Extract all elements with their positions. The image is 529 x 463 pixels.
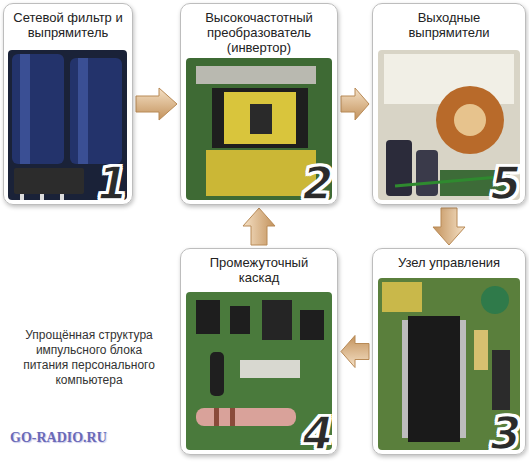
photo-detail bbox=[240, 360, 300, 378]
photo-detail bbox=[262, 300, 292, 340]
photo-detail bbox=[492, 350, 510, 410]
photo-detail bbox=[196, 408, 296, 426]
photo-detail bbox=[212, 88, 308, 148]
photo-detail bbox=[402, 320, 408, 438]
stage-number: 2 bbox=[302, 160, 333, 208]
photo-detail bbox=[206, 150, 316, 196]
photo-detail bbox=[382, 282, 422, 312]
stage-box: Высокочастотный преобразователь (инверто… bbox=[180, 3, 338, 205]
flow-arrow bbox=[341, 88, 369, 120]
photo-detail bbox=[70, 58, 122, 164]
stage-number: 1 bbox=[97, 160, 128, 208]
photo-detail bbox=[481, 286, 509, 314]
stage-box: Сетевой фильтр и выпрямитель 1 bbox=[3, 3, 133, 205]
photo-detail bbox=[460, 320, 466, 438]
photo-detail bbox=[230, 306, 250, 334]
caption: Упрощённая структура импульсного блока п… bbox=[14, 328, 164, 388]
flow-arrow bbox=[136, 88, 177, 120]
photo-detail bbox=[210, 352, 224, 396]
stage-number: 3 bbox=[490, 410, 521, 458]
stage-title: Промежуточный каскад bbox=[200, 255, 318, 285]
watermark: GO-RADIO.RU bbox=[10, 430, 107, 446]
flow-arrow bbox=[341, 336, 369, 368]
stage-title: Сетевой фильтр и выпрямитель bbox=[9, 10, 127, 40]
photo-detail bbox=[78, 58, 88, 164]
photo-detail bbox=[20, 194, 24, 200]
photo-detail bbox=[230, 408, 235, 426]
photo-detail bbox=[60, 194, 64, 200]
stage-title: Узел управления bbox=[390, 255, 508, 270]
photo-detail bbox=[20, 54, 30, 164]
photo-detail bbox=[14, 168, 84, 194]
flow-arrow bbox=[243, 208, 275, 245]
photo-detail bbox=[214, 408, 219, 426]
stage-number: 5 bbox=[490, 160, 521, 208]
photo-detail bbox=[416, 150, 438, 196]
flow-arrow bbox=[433, 208, 465, 245]
photo-detail bbox=[196, 66, 316, 84]
photo-detail bbox=[408, 316, 460, 442]
stage-box: Выходные выпрямители 5 bbox=[372, 3, 526, 205]
photo-detail bbox=[474, 330, 488, 370]
stage-number: 4 bbox=[302, 410, 333, 458]
photo-detail bbox=[40, 194, 44, 200]
photo-detail bbox=[250, 104, 272, 134]
stage-title: Высокочастотный преобразователь (инверто… bbox=[200, 10, 318, 55]
stage-box: Промежуточный каскад 4 bbox=[180, 248, 338, 455]
photo-detail bbox=[386, 140, 412, 196]
photo-detail bbox=[12, 54, 64, 164]
stage-box: Узел управления 3 bbox=[372, 248, 526, 455]
stage-title: Выходные выпрямители bbox=[390, 10, 508, 40]
photo-detail bbox=[454, 104, 486, 136]
photo-detail bbox=[224, 92, 296, 144]
photo-detail bbox=[196, 300, 220, 334]
photo-detail bbox=[436, 86, 504, 154]
photo-detail bbox=[300, 310, 324, 340]
